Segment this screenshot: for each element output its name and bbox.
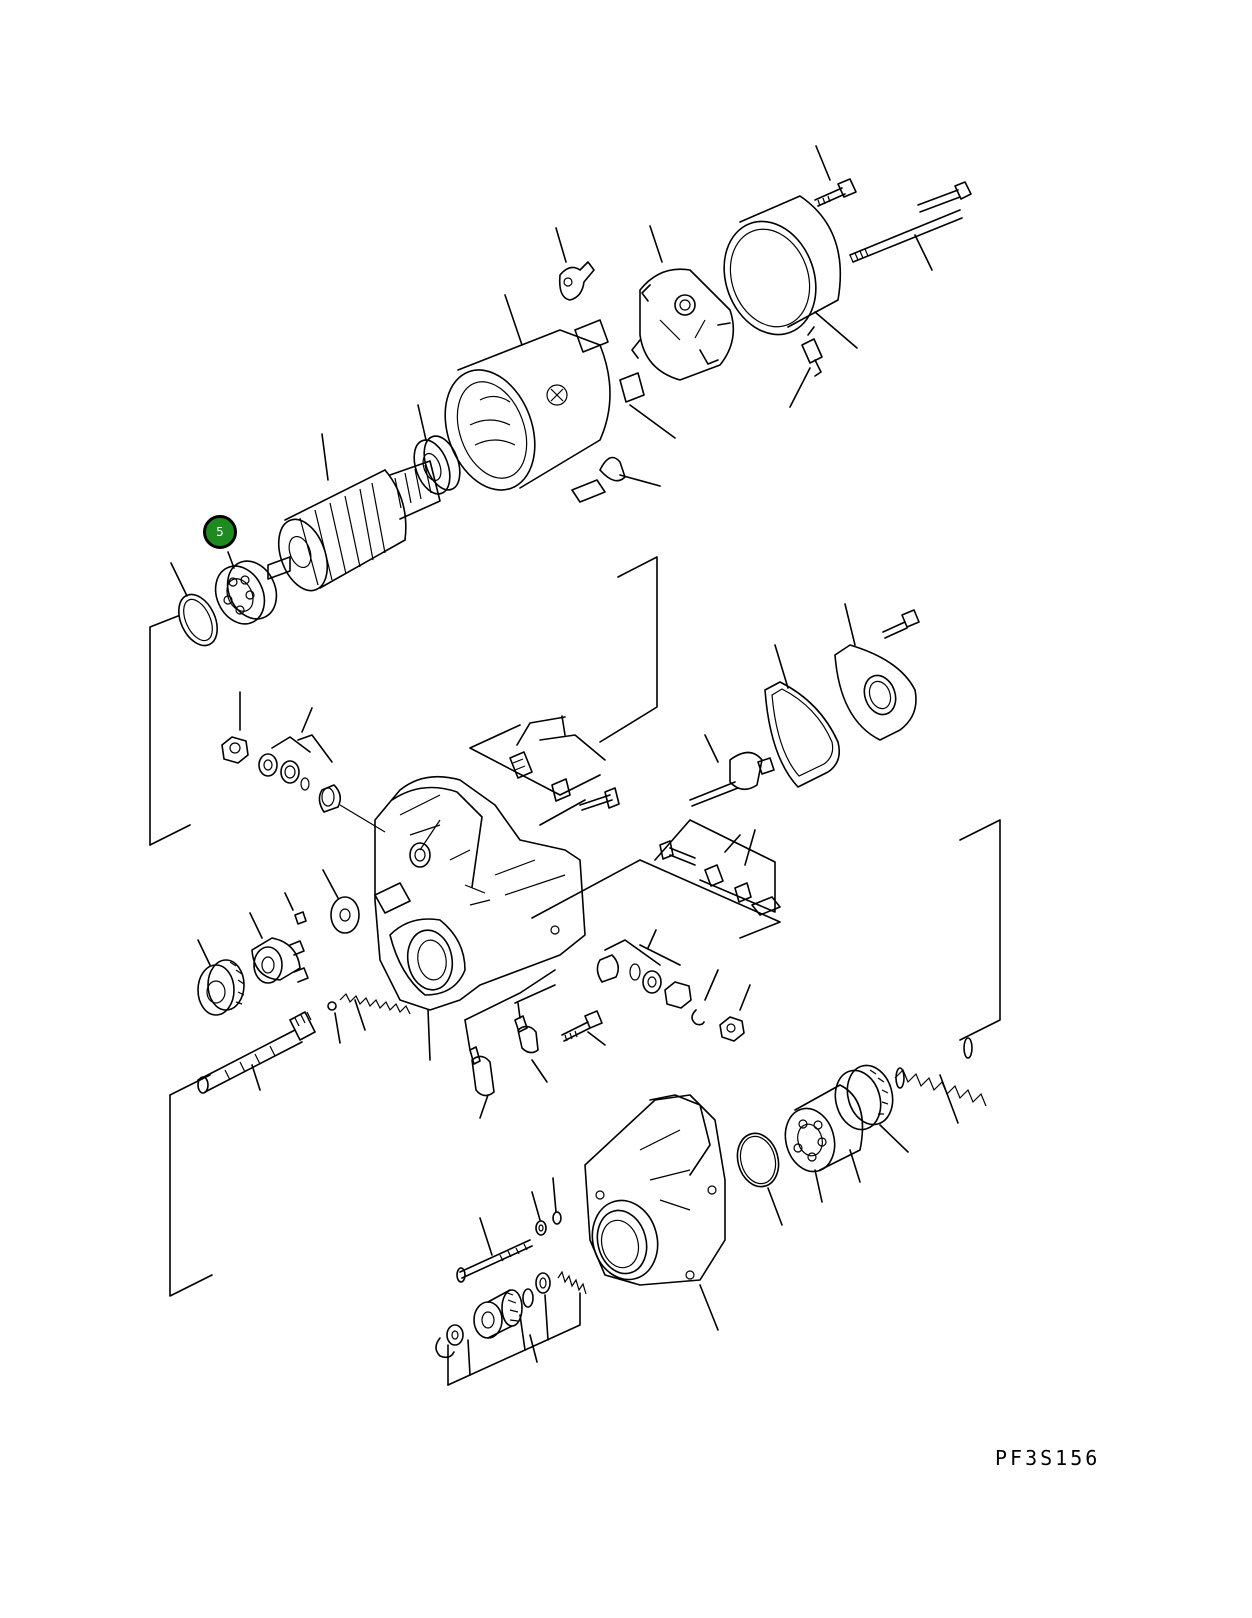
bracket-ring-part <box>552 1177 562 1225</box>
clutch-part <box>249 912 309 984</box>
bearing-part <box>214 551 278 625</box>
switch-part <box>514 984 556 1083</box>
bottom-shim-part <box>522 1272 551 1308</box>
pin-part <box>284 892 307 925</box>
plunger-part <box>689 734 775 807</box>
lead-terminal-part <box>571 456 661 503</box>
long-bolt-part <box>456 1217 533 1283</box>
terminal-clip-part <box>555 227 595 301</box>
bottom-spring-part <box>557 1270 587 1295</box>
nut-part <box>221 691 249 764</box>
plunger-spring-part <box>339 992 411 1031</box>
ball-part <box>327 1001 341 1044</box>
bottom-snap-ring-part <box>435 1337 455 1359</box>
terminal-bolt-part <box>531 819 781 939</box>
bottom-washer-part <box>446 1324 464 1346</box>
yoke-part <box>444 294 676 491</box>
terminal-washer-set-part <box>596 929 692 1009</box>
housing-part <box>374 724 601 1061</box>
bracket-washer-part <box>531 1191 547 1236</box>
end-plate-screw-part <box>882 609 920 639</box>
spring-washer-part <box>691 969 719 1026</box>
snap-ring-part <box>170 562 218 647</box>
small-bolt-part <box>561 1010 606 1046</box>
washer-set-part <box>258 707 386 833</box>
end-plate-part <box>834 603 917 741</box>
o-ring-part <box>736 1132 783 1226</box>
group-bracket-lines <box>149 556 1001 1297</box>
sensor-part <box>464 969 556 1119</box>
pinion-gear-part <box>197 939 245 1016</box>
bottom-bracket-lines <box>447 1292 581 1386</box>
return-spring-part <box>894 1037 987 1124</box>
front-bracket-part <box>584 1094 726 1331</box>
hex-nut-part <box>719 984 751 1042</box>
gasket-part <box>764 644 841 788</box>
rear-cover-part <box>723 195 858 349</box>
brush-lead-part <box>789 326 823 408</box>
brush-holder-part <box>631 225 735 381</box>
pinion-shaft-part <box>197 1011 316 1094</box>
contact-plate-part <box>509 715 620 811</box>
drive-gear-part <box>473 1289 523 1339</box>
screw-part <box>814 145 857 207</box>
pinion-drive-part <box>834 1064 909 1153</box>
callout-badge-5[interactable]: 5 <box>203 515 237 549</box>
armature-part <box>267 433 441 592</box>
flat-washer-part <box>322 869 360 934</box>
through-bolt-part <box>849 181 972 271</box>
clutch-assy-part <box>784 1084 864 1203</box>
drawing-code: PF3S156 <box>995 1446 1101 1470</box>
